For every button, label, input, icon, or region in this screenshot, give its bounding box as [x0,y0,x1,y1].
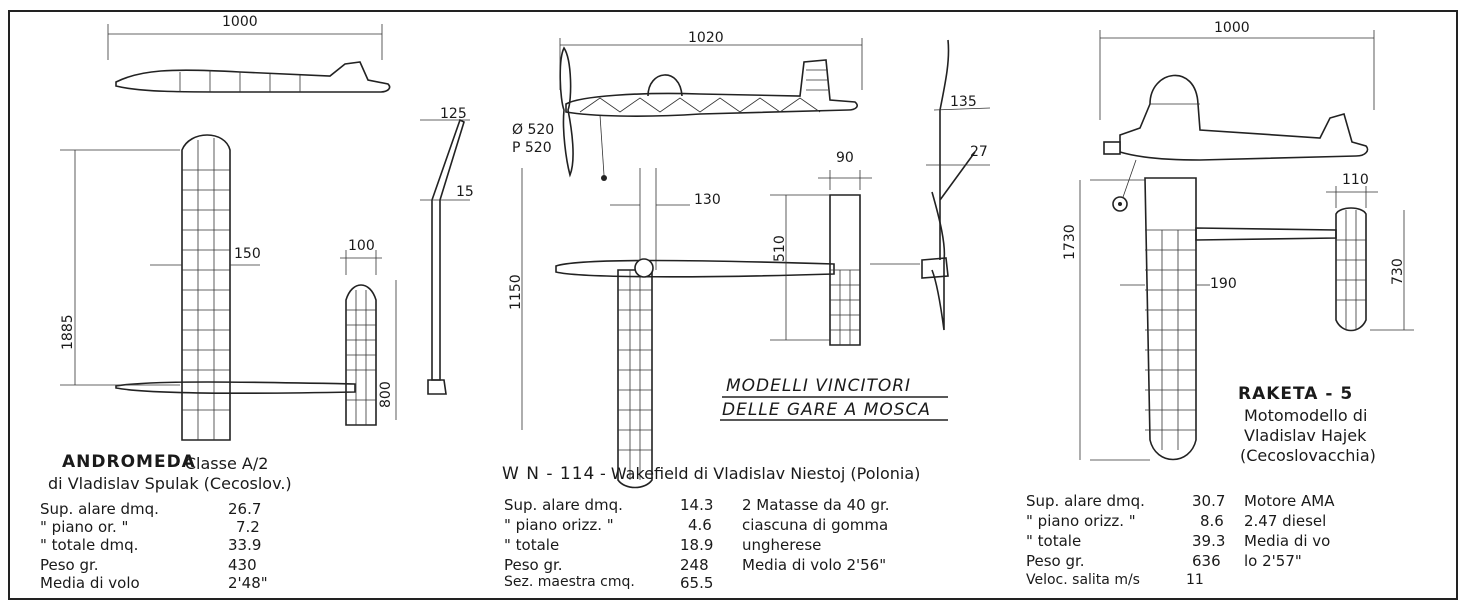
spec-label: " piano or. " [40,518,129,536]
spec-label: Peso gr. [1026,552,1085,570]
tail-boom [1195,227,1337,241]
spec-value: 65.5 [680,574,714,592]
wn114-fin-dim: 27 [970,144,988,160]
andromeda-chord-dim: 150 [234,246,261,262]
wing-top-view [617,269,653,489]
wn114-prop-dia: Ø 520 [512,122,555,138]
raketa5-wing-dim: 1730 [1062,224,1078,260]
side-view-fuselage [1119,74,1369,161]
wn114-fin-top-dim: 135 [950,94,977,110]
spec-label: " piano orizz. " [504,516,614,534]
spec-label: Sup. alare dmq. [504,496,623,514]
spec-label: Veloc. salita m/s [1026,572,1140,588]
spec-value: 33.9 [228,536,262,554]
andromeda-fin-dim: 15 [456,184,474,200]
raketa5-tail-span-dim: 730 [1390,258,1406,285]
wing-top-view [1144,177,1197,461]
spec-label: Peso gr. [40,556,99,574]
title-line-2: DELLE GARE A MOSCA [722,400,932,420]
andromeda-tail-chord-dim: 100 [348,238,375,254]
spec-label: " totale [504,536,560,554]
raketa5-subtitle-2: Vladislav Hajek [1244,426,1367,445]
andromeda-drawing [60,24,470,441]
note-line: ciascuna di gomma [742,516,889,534]
side-view-fuselage [565,59,858,117]
spec-label: Media di volo [40,574,140,592]
spec-value: 2'48" [228,574,268,592]
stabilizer-top-view [829,194,861,346]
spec-value: 30.7 [1192,492,1226,510]
wn114-chord-dim: 130 [694,192,721,208]
spec-value: 11 [1186,572,1204,588]
sheet-border [8,10,1458,600]
wn114-drawing [521,38,991,489]
spec-label: Sez. maestra cmq. [504,574,635,590]
note-line: ungherese [742,536,822,554]
stabilizer-top-view [1335,207,1367,332]
wn114-wing-dim: 1150 [508,274,524,310]
spec-label: Sup. alare dmq. [1026,492,1145,510]
wn114-span-dim: 1020 [688,30,724,46]
spec-label: " totale dmq. [40,536,139,554]
side-view-fuselage [115,61,391,93]
note-line: Media di vo [1244,532,1331,550]
canopy [647,74,683,97]
spec-label: " totale [1026,532,1082,550]
spec-label: Sup. alare dmq. [40,500,159,518]
spec-value: 636 [1192,552,1221,570]
spec-value: 4.6 [688,516,712,534]
propeller-side [559,46,574,178]
spec-value: 39.3 [1192,532,1226,550]
spec-value: 18.9 [680,536,714,554]
note-line: 2 Matasse da 40 gr. [742,496,890,514]
wn114-tail-chord-dim: 90 [836,150,854,166]
raketa5-subtitle-1: Motomodello di [1244,406,1368,425]
wn114-tail-span-dim: 510 [772,235,788,262]
spec-value: 26.7 [228,500,262,518]
andromeda-span-dim: 1000 [222,14,258,30]
spec-label: Peso gr. [504,556,563,574]
raketa5-span-dim: 1000 [1214,20,1250,36]
andromeda-wing-dim: 1885 [60,314,76,350]
wn114-subtitle: - Wakefield di Vladislav Niestoj (Poloni… [600,464,921,483]
raketa5-name: RAKETA - 5 [1238,384,1354,404]
spec-label: " piano orizz. " [1026,512,1136,530]
note-line: Media di volo 2'56" [742,556,887,574]
note-line: Motore AMA [1244,492,1335,510]
fin-front-view [431,118,465,381]
wn114-prop-pitch: P 520 [512,140,552,156]
note-line: 2.47 diesel [1244,512,1327,530]
raketa5-tail-chord-dim: 110 [1342,172,1369,188]
raketa5-drawing [1079,30,1414,461]
spec-value: 14.3 [680,496,714,514]
raketa5-chord-dim: 190 [1210,276,1237,292]
stabilizer-top-view [345,284,377,426]
spec-value: 7.2 [236,518,260,536]
andromeda-name: ANDROMEDA [62,452,196,472]
raketa5-subtitle-3: (Cecoslovacchia) [1240,446,1376,465]
note-line: lo 2'57" [1244,552,1302,570]
spec-value: 430 [228,556,257,574]
wn114-name: W N - 114 [502,464,596,484]
fuselage-top-view [555,259,835,278]
spec-value: 8.6 [1200,512,1224,530]
wing-top-view [181,134,231,441]
andromeda-tail-span-dim: 800 [378,381,394,408]
andromeda-subtitle: - Classe A/2 [174,454,269,473]
andromeda-author: di Vladislav Spulak (Cecoslov.) [48,474,292,493]
fuselage-top-view [115,381,356,394]
andromeda-fin-top-dim: 125 [440,106,467,122]
spec-value: 248 [680,556,709,574]
title-line-1: MODELLI VINCITORI [726,376,912,396]
